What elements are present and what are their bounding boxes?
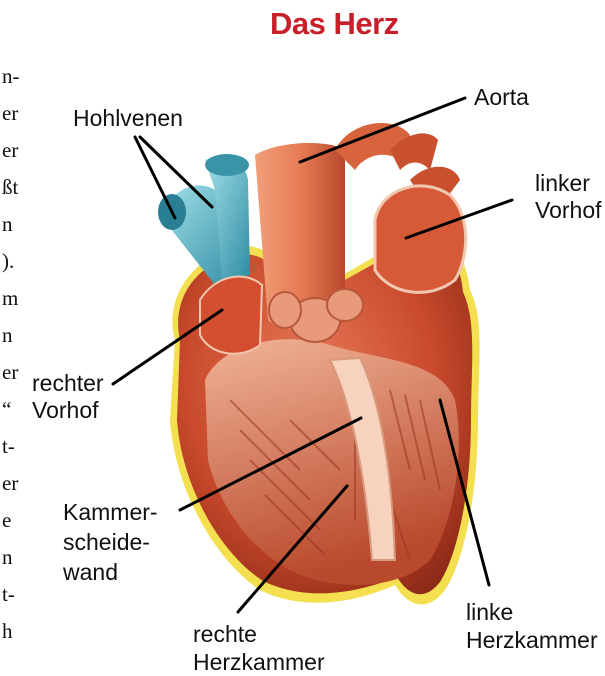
- label-kammerscheidewand: Kammer- scheide- wand: [63, 497, 158, 587]
- label-line: wand: [63, 557, 158, 587]
- label-line: scheide-: [63, 527, 158, 557]
- label-line: linker: [535, 170, 602, 197]
- label-line: Herzkammer: [466, 626, 598, 654]
- left-atrium: [375, 186, 466, 292]
- label-line: Kammer-: [63, 497, 158, 527]
- label-rechte-herzkammer: rechte Herzkammer: [193, 620, 325, 676]
- label-hohlvenen: Hohlvenen: [73, 105, 183, 132]
- label-line: Herzkammer: [193, 648, 325, 676]
- label-aorta: Aorta: [474, 84, 529, 111]
- label-line: linke: [466, 598, 598, 626]
- label-line: rechter: [32, 370, 104, 397]
- label-linke-herzkammer: linke Herzkammer: [466, 598, 598, 654]
- label-linker-vorhof: linker Vorhof: [535, 170, 602, 224]
- vena-cava: [158, 154, 250, 285]
- label-line: rechte: [193, 620, 325, 648]
- label-line: Vorhof: [32, 397, 104, 424]
- right-atrium: [200, 277, 262, 354]
- label-rechter-vorhof: rechter Vorhof: [32, 370, 104, 424]
- label-line: Vorhof: [535, 197, 602, 224]
